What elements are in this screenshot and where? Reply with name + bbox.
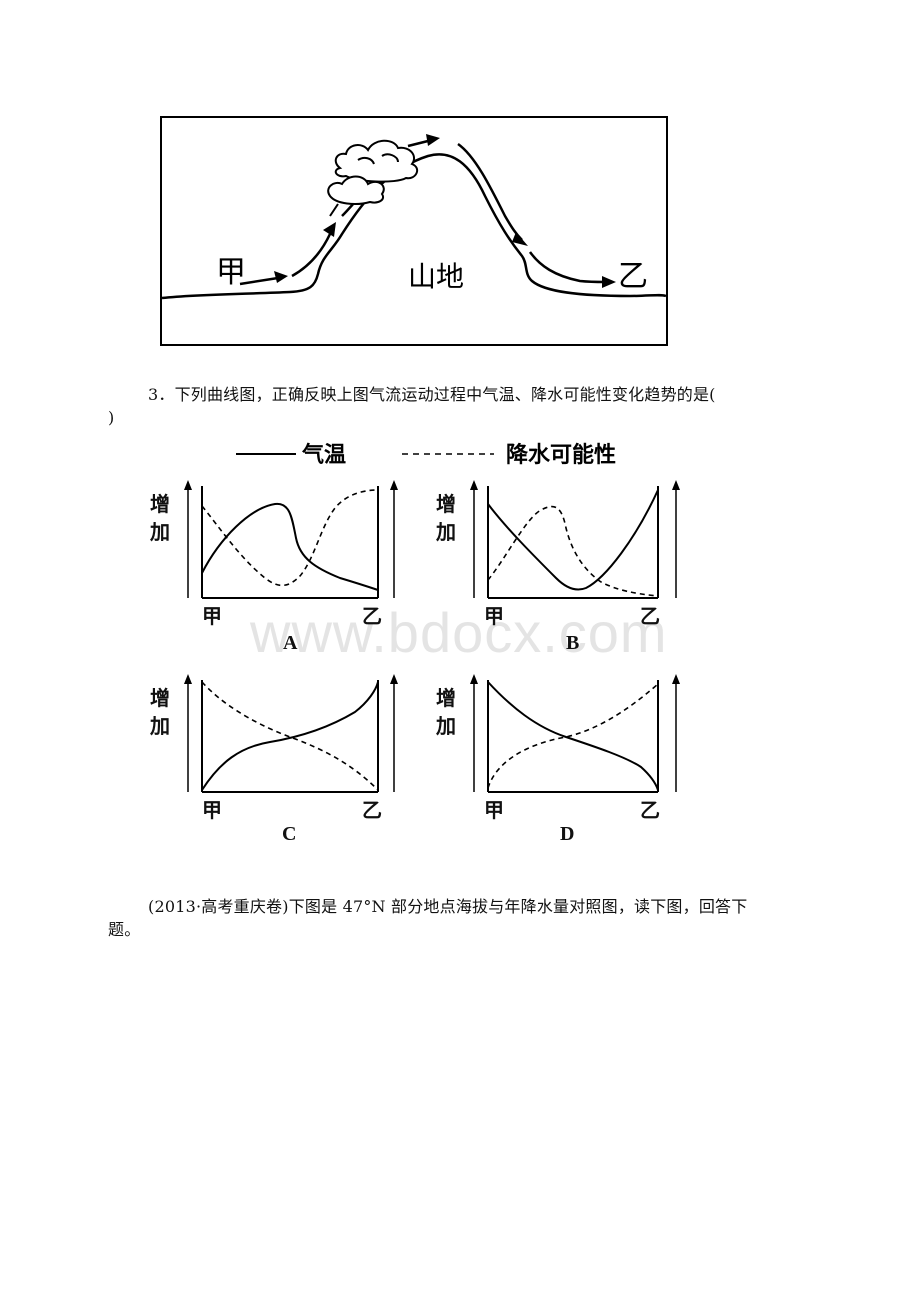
- arrowhead: [390, 480, 398, 490]
- arrowhead: [184, 674, 192, 684]
- y-axis-label: 增加: [150, 492, 170, 544]
- arrowhead: [390, 674, 398, 684]
- legend-solid-label: 气温: [301, 442, 346, 468]
- x-end-label: 乙: [640, 604, 660, 628]
- option-letter: C: [282, 823, 297, 845]
- figure-border: [160, 116, 668, 346]
- option-letter: B: [566, 632, 580, 654]
- question-3-line1: 3．下列曲线图，正确反映上图气流运动过程中气温、降水可能性变化趋势的是(: [148, 385, 716, 404]
- legend: 气温 降水可能性: [236, 442, 616, 468]
- y-axis-label: 增加: [150, 686, 170, 738]
- x-start-label: 甲: [202, 604, 222, 628]
- next-intro-line2: 题。: [108, 920, 141, 939]
- mountain-profile: [161, 153, 667, 300]
- temperature-curve: [487, 489, 659, 591]
- option-letter: D: [560, 823, 575, 845]
- leeward-airflow-line: [528, 251, 606, 284]
- temperature-curve: [201, 681, 379, 791]
- arrowhead: [672, 674, 680, 684]
- option-letter: A: [283, 632, 298, 654]
- label-mountain: 山地: [408, 260, 464, 293]
- temperature-curve: [201, 502, 379, 591]
- arrowhead: [470, 674, 478, 684]
- arrowhead: [470, 480, 478, 490]
- x-end-label: 乙: [362, 604, 382, 628]
- windward-airflow-line: [407, 139, 429, 148]
- next-intro-line1: (2013·高考重庆卷)下图是 47°N 部分地点海拔与年降水量对照图，读下图，…: [148, 897, 748, 916]
- option-c-chart: [184, 674, 398, 793]
- arrowhead: [672, 480, 680, 490]
- x-start-label: 甲: [484, 604, 504, 628]
- option-d-chart: [470, 674, 680, 793]
- windward-airflow-line: [239, 276, 279, 286]
- label-start: 甲: [216, 255, 246, 290]
- arrowhead: [426, 134, 440, 146]
- precipitation-curve: [201, 489, 379, 587]
- x-end-label: 乙: [640, 798, 660, 822]
- arrowhead: [602, 276, 616, 288]
- arrowhead: [323, 222, 336, 237]
- x-start-label: 甲: [484, 798, 504, 822]
- y-axis-label: 增加: [436, 686, 456, 738]
- precipitation-curve: [201, 681, 379, 791]
- option-a-chart: [184, 480, 398, 599]
- precipitation-curve: [487, 683, 659, 789]
- rain-streak: [329, 203, 339, 217]
- windward-airflow-line: [291, 233, 332, 278]
- watermark: www.bdocx.com: [250, 601, 668, 664]
- precipitation-curve: [487, 505, 659, 597]
- option-b-chart: [470, 480, 680, 599]
- legend-dashed-label: 降水可能性: [506, 442, 616, 468]
- arrowhead: [184, 480, 192, 490]
- x-start-label: 甲: [202, 798, 222, 822]
- question-3-line2: ): [108, 408, 115, 427]
- mountain-airflow-figure: 甲 乙 山地: [160, 116, 668, 346]
- cloud-icon: [327, 175, 385, 205]
- y-axis-label: 增加: [436, 492, 456, 544]
- arrowhead: [274, 271, 288, 283]
- temperature-curve: [487, 681, 659, 791]
- label-end: 乙: [618, 259, 648, 294]
- arrowhead: [512, 232, 528, 246]
- x-end-label: 乙: [362, 798, 382, 822]
